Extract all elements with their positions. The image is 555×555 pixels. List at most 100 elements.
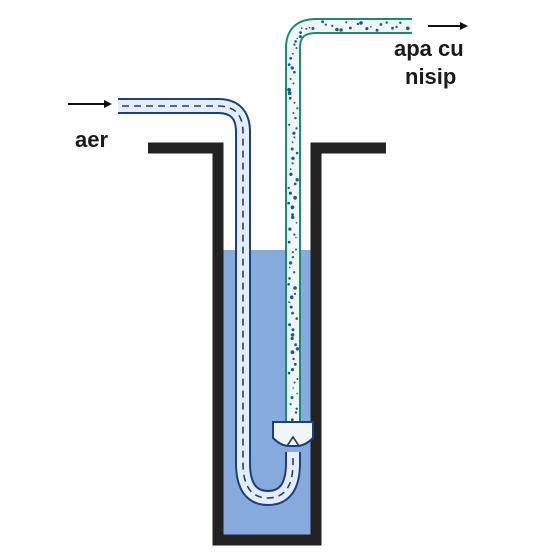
sand-particle [379,23,383,26]
sand-particle [288,277,291,280]
sand-particle [294,116,297,120]
air-flow-dashes [122,105,294,499]
sand-particle [288,266,291,269]
sand-particle [290,147,294,151]
arrow-right-icon [460,22,468,30]
sand-particle [395,25,398,29]
sand-particle [290,418,294,422]
well-wall [148,142,386,546]
output-arrow [428,22,468,30]
sand-particle [339,28,343,32]
output-label-line2: nisip [405,64,456,89]
sand-particle [296,107,299,110]
sand-particle [300,27,303,30]
sand-particle [311,27,315,30]
sand-particle [365,27,369,31]
sand-particle [349,26,352,30]
sand-particle [292,387,295,389]
sand-particle [288,323,292,327]
sand-particle [293,233,296,236]
sand-particle [293,43,296,46]
sand-particle [359,21,363,25]
sand-particle [293,286,297,290]
sand-particle [293,381,296,384]
lift-pipe [272,18,412,447]
sand-particle [298,35,302,39]
sand-particle [292,357,295,361]
sand-particle [289,56,293,60]
sand-particle [295,178,299,182]
sand-particle [295,236,297,239]
sand-particle [291,256,295,259]
sand-particle [305,27,308,30]
sand-particles [287,20,410,422]
sand-particle [296,392,298,395]
sand-particle [290,66,294,70]
air-label: aer [75,127,108,152]
sand-particle [289,295,294,300]
sand-particle [287,240,291,244]
sand-particle [399,21,402,24]
sand-particle [289,168,292,171]
sand-particle [293,182,297,186]
sand-particle [287,91,292,96]
sand-particle [289,305,293,309]
sand-particle [299,31,302,34]
sand-particle [291,311,294,315]
sand-particle [287,63,291,66]
sand-particle [406,26,410,31]
air-injection-nozzle [272,421,314,447]
sand-particle [294,411,298,414]
sand-particle [345,21,348,24]
sand-particle [335,27,339,32]
sand-particle [292,112,295,114]
sand-particle [287,371,291,375]
sand-particle [293,136,296,139]
air-pipe [118,98,301,506]
sand-particle [290,350,295,355]
sand-particle [356,22,360,26]
sand-particle [291,328,295,332]
sand-particle [295,47,298,49]
sand-particle [291,251,294,254]
sand-particle [293,101,296,104]
sand-particle [375,28,379,32]
sand-particle [290,336,294,341]
sand-particle [292,131,296,135]
sand-particle [291,162,294,165]
sand-particle [288,227,292,231]
sand-particle [289,403,292,406]
arrow-right-icon [104,100,112,108]
sand-particle [289,172,293,176]
sand-particle [385,21,388,24]
sand-particle [293,362,297,366]
sand-particle [290,333,295,337]
sand-particle [295,347,300,351]
sand-particle [287,186,290,190]
sand-particle [369,25,372,28]
sand-particle [295,127,298,130]
sand-particle [288,261,293,265]
sand-particle [331,24,334,27]
sand-particle [290,205,295,210]
sand-particle [321,20,324,24]
sand-particle [295,151,299,155]
sand-particle [288,96,292,100]
sand-particle [287,87,291,92]
sand-particle [290,396,294,400]
sand-particle [290,368,295,372]
sand-particle [293,195,297,200]
sand-particle [295,317,299,320]
sand-particle [288,301,291,304]
sand-particle [292,271,296,274]
sand-particle [308,26,311,29]
sand-particle [294,40,297,43]
sand-particle [295,407,298,410]
sand-particle [292,82,295,85]
sand-particle [288,123,291,126]
sand-particle [291,156,295,160]
sand-particle [289,78,292,80]
sand-particle [295,248,297,251]
sand-particle [324,23,327,26]
